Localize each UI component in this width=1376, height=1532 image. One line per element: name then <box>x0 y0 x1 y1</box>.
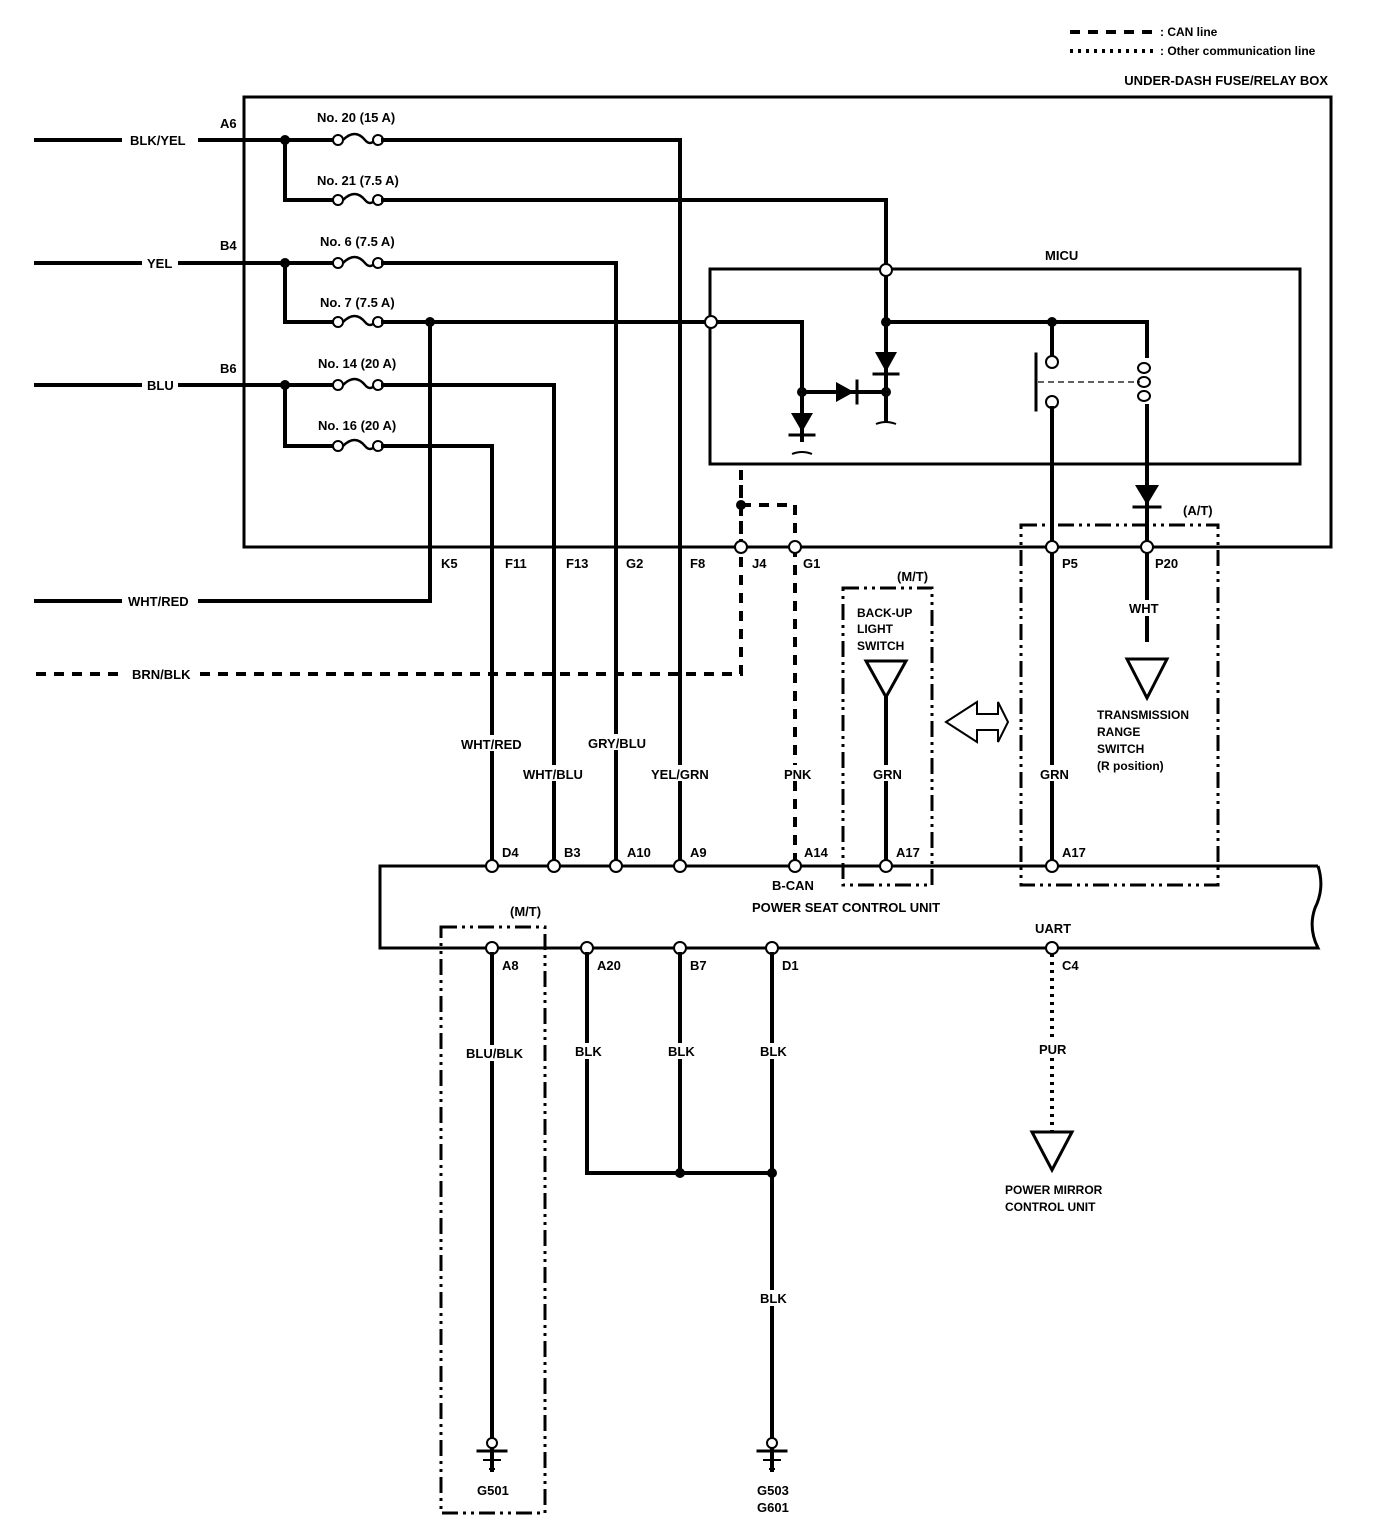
terminal-a17-mt: A17 <box>896 845 920 860</box>
terminal-k5: K5 <box>441 556 458 571</box>
wire-label-blk-yel: BLK/YEL <box>130 133 186 148</box>
lower-wiring: (M/T) BLU/BLK BLK BLK BLK BLK PUR POWER … <box>439 904 1103 1515</box>
terminal-g1: G1 <box>803 556 820 571</box>
trans-switch-symbol <box>1124 657 1170 702</box>
fuse-no21: No. 21 (7.5 A) <box>283 173 888 272</box>
ground-g501-icon: G501 <box>476 1437 509 1498</box>
at-variant-label: (A/T) <box>1183 503 1213 518</box>
wire-label-d4: WHT/RED <box>461 737 522 752</box>
bcan-label: B-CAN <box>772 878 814 893</box>
wire-label-a8: BLU/BLK <box>466 1046 524 1061</box>
mt-bottom-variant-label: (M/T) <box>510 904 541 919</box>
terminal-d4: D4 <box>502 845 519 860</box>
mt-variant-label: (M/T) <box>897 569 928 584</box>
backup-switch-line2: LIGHT <box>857 622 894 636</box>
legend: : CAN line : Other communication line <box>1070 25 1316 58</box>
trans-switch-line2: RANGE <box>1097 725 1140 739</box>
wire-label-a14: PNK <box>784 767 812 782</box>
terminal-p5-pin <box>1045 540 1059 554</box>
fuse-no6: No. 6 (7.5 A) <box>283 234 618 868</box>
wire-label-p5-grn: GRN <box>1040 767 1069 782</box>
fuse-no7: No. 7 (7.5 A) <box>283 295 708 328</box>
mirror-line1: POWER MIRROR <box>1005 1183 1103 1197</box>
mirror-line2: CONTROL UNIT <box>1005 1200 1096 1214</box>
wire-label-a9: YEL/GRN <box>651 767 709 782</box>
terminal-j4: J4 <box>752 556 767 571</box>
wire-label-c4: PUR <box>1039 1042 1067 1057</box>
trans-switch-line1: TRANSMISSION <box>1097 708 1189 722</box>
wire-label-b3: WHT/BLU <box>523 767 583 782</box>
terminal-p20-pin <box>1140 540 1154 554</box>
terminal-d1: D1 <box>782 958 799 973</box>
terminal-f11: F11 <box>505 556 527 571</box>
psu-title: POWER SEAT CONTROL UNIT <box>752 900 940 915</box>
fuse-box-title: UNDER-DASH FUSE/RELAY BOX <box>1124 73 1328 88</box>
fuse-label: No. 16 (20 A) <box>318 418 396 433</box>
micu-box <box>708 267 1302 466</box>
terminal-a6: A6 <box>220 116 237 131</box>
terminal-a9: A9 <box>690 845 707 860</box>
terminal-c4: C4 <box>1062 958 1079 973</box>
fuse-label: No. 21 (7.5 A) <box>317 173 399 188</box>
middle-wire-labels: WHT/RED WHT/BLU GRY/BLU YEL/GRN PNK <box>458 734 812 782</box>
terminal-a20: A20 <box>597 958 621 973</box>
terminal-g1-pin <box>788 540 802 554</box>
mirror-unit-symbol <box>1029 1130 1075 1174</box>
terminal-p5: P5 <box>1062 556 1078 571</box>
fuse-label: No. 7 (7.5 A) <box>320 295 395 310</box>
wire-label-a20: BLK <box>575 1044 602 1059</box>
micu-internal-circuit <box>704 263 1162 868</box>
terminal-p20: P20 <box>1155 556 1178 571</box>
wire-label-wht-red-input: WHT/RED <box>128 594 189 609</box>
fuse-label: No. 6 (7.5 A) <box>320 234 395 249</box>
terminal-b7: B7 <box>690 958 707 973</box>
terminal-a8: A8 <box>502 958 519 973</box>
terminal-b3: B3 <box>564 845 581 860</box>
either-or-arrow-icon <box>944 700 1010 744</box>
terminal-g2: G2 <box>626 556 643 571</box>
ground-g501-label: G501 <box>477 1483 509 1498</box>
wire-label-d1-lower: BLK <box>760 1291 787 1306</box>
terminal-a14: A14 <box>804 845 829 860</box>
terminal-b6: B6 <box>220 361 237 376</box>
fuse-box-terminals: K5 F11 F13 G2 F8 J4 G1 P5 P20 <box>441 540 1178 571</box>
ground-g503-label: G503 <box>757 1483 789 1498</box>
ground-g601-label: G601 <box>757 1500 789 1515</box>
fuse-no20: No. 20 (15 A) <box>317 110 682 868</box>
terminal-b4: B4 <box>220 238 237 253</box>
trans-switch-line4: (R position) <box>1097 759 1164 773</box>
backup-light-switch-group: (M/T) BACK-UP LIGHT SWITCH GRN <box>841 569 934 887</box>
fuse-no16: No. 16 (20 A) <box>283 418 494 868</box>
backup-switch-line3: SWITCH <box>857 639 904 653</box>
terminal-j4-pin <box>734 540 748 554</box>
power-seat-control-unit: B-CAN POWER SEAT CONTROL UNIT UART D4 B3… <box>378 845 1323 973</box>
uart-label: UART <box>1035 921 1071 936</box>
wire-label-blu: BLU <box>147 378 174 393</box>
ground-g503-g601-icon: G503 G601 <box>756 1437 789 1515</box>
transmission-range-switch-group: (A/T) WHT TRANSMISSION RANGE SWITCH (R p… <box>1019 503 1220 887</box>
wire-label-bu-grn: GRN <box>873 767 902 782</box>
terminal-f8: F8 <box>690 556 705 571</box>
terminal-a17-at: A17 <box>1062 845 1086 860</box>
micu-title: MICU <box>1045 248 1078 263</box>
wire-label-brn-blk: BRN/BLK <box>132 667 191 682</box>
backup-switch-symbol <box>863 659 909 701</box>
backup-switch-line1: BACK-UP <box>857 606 912 620</box>
fuse-label: No. 20 (15 A) <box>317 110 395 125</box>
terminal-a10: A10 <box>627 845 651 860</box>
fuse-label: No. 14 (20 A) <box>318 356 396 371</box>
wire-label-b7: BLK <box>668 1044 695 1059</box>
fuse-relay-box <box>242 95 1333 549</box>
legend-other-label: : Other communication line <box>1160 44 1316 58</box>
wire-label-p20-wht: WHT <box>1129 601 1159 616</box>
wire-label-a10: GRY/BLU <box>588 736 646 751</box>
terminal-f13: F13 <box>566 556 588 571</box>
wire-label-yel: YEL <box>147 256 172 271</box>
fuse-no14: No. 14 (20 A) <box>283 356 556 868</box>
trans-switch-line3: SWITCH <box>1097 742 1144 756</box>
legend-can-label: : CAN line <box>1160 25 1218 39</box>
wire-label-d1: BLK <box>760 1044 787 1059</box>
